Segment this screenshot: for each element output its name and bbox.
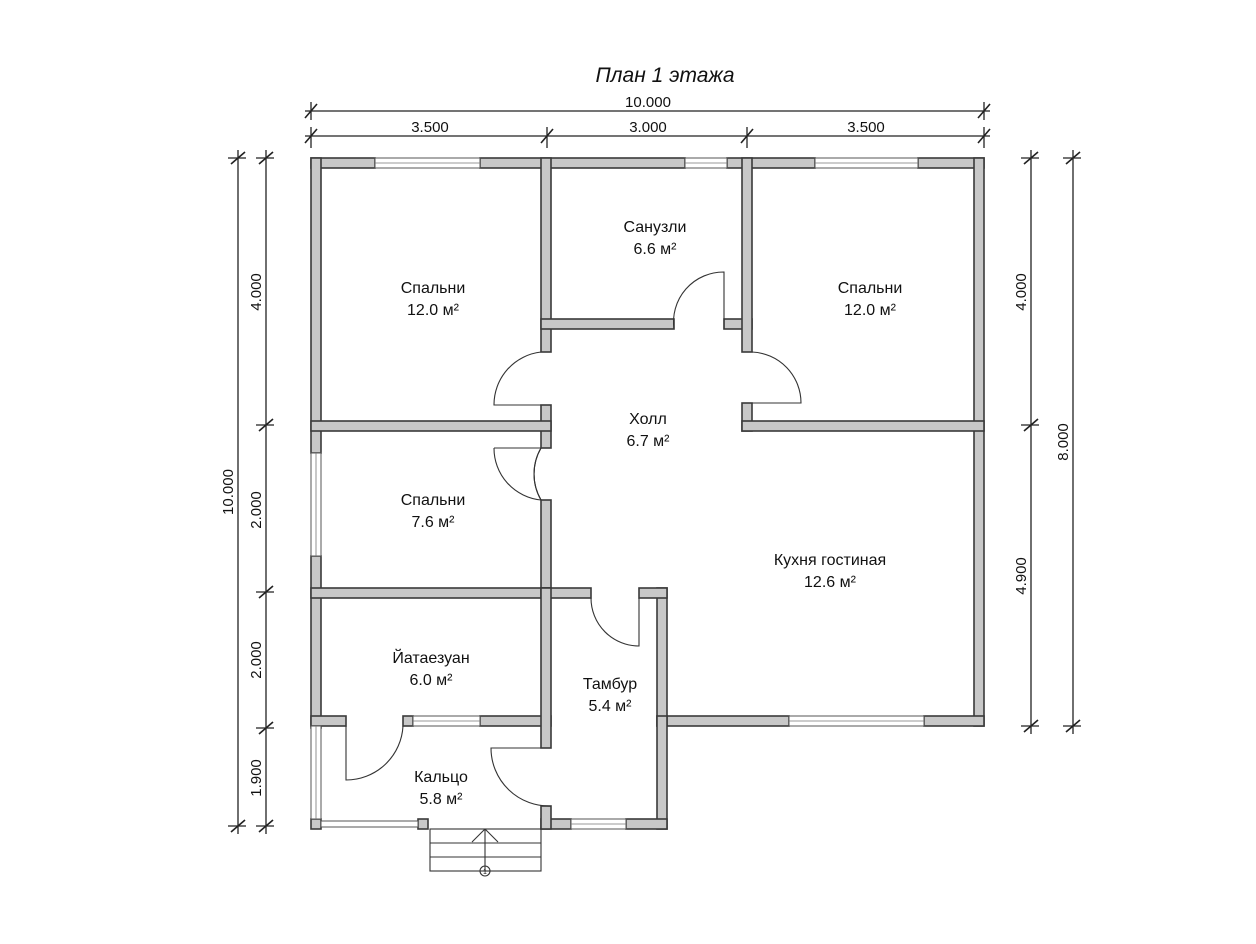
room-kitchen-area: 12.6 м² (804, 574, 857, 591)
room-bedroom3-name: Спальни (401, 492, 466, 509)
top-dimensions: 10.000 3.500 3.000 3.500 (304, 94, 991, 148)
windows (310, 157, 925, 830)
dim-left-seg3: 2.000 (248, 641, 265, 679)
right-dimensions: 4.000 4.900 8.000 (1013, 150, 1081, 734)
plan-title: План 1 этажа (595, 64, 734, 87)
room-bathroom-name: Санузли (624, 219, 687, 236)
dim-left-seg2: 2.000 (248, 491, 265, 529)
room-porch-area: 5.8 м² (419, 791, 463, 808)
dim-right-seg1: 4.000 (1013, 273, 1030, 311)
room-storage-area: 6.0 м² (409, 672, 453, 689)
dim-top-seg3: 3.500 (847, 119, 885, 136)
room-kitchen-name: Кухня гостиная (774, 552, 886, 569)
walls (310, 157, 985, 830)
room-bedroom2-name: Спальни (838, 280, 903, 297)
entrance-stairs: 1 (429, 828, 542, 877)
dim-top-total: 10.000 (625, 94, 671, 111)
entrance-mark: 1 (483, 869, 487, 876)
dim-left-total: 10.000 (220, 469, 237, 515)
room-labels: Спальни 12.0 м² Санузли 6.6 м² Спальни 1… (392, 219, 902, 808)
room-bedroom1-name: Спальни (401, 280, 466, 297)
left-dimensions: 10.000 4.000 2.000 2.000 1.900 (220, 150, 274, 834)
room-storage-name: Йатаезуан (392, 648, 469, 667)
room-porch-name: Кальцо (414, 769, 468, 786)
room-hall-name: Холл (629, 411, 667, 428)
dim-left-seg4: 1.900 (248, 759, 265, 797)
dim-right-seg2: 4.900 (1013, 557, 1030, 595)
room-bathroom-area: 6.6 м² (633, 241, 677, 258)
room-bedroom2-area: 12.0 м² (844, 302, 897, 319)
dim-left-seg1: 4.000 (248, 273, 265, 311)
room-vestibule-area: 5.4 м² (588, 698, 632, 715)
doors (345, 271, 802, 807)
dim-top-seg1: 3.500 (411, 119, 449, 136)
dim-top-seg2: 3.000 (629, 119, 667, 136)
room-vestibule-name: Тамбур (583, 676, 637, 693)
room-hall-area: 6.7 м² (626, 433, 670, 450)
room-bedroom3-area: 7.6 м² (411, 514, 455, 531)
dim-right-total: 8.000 (1055, 423, 1072, 461)
room-bedroom1-area: 12.0 м² (407, 302, 460, 319)
